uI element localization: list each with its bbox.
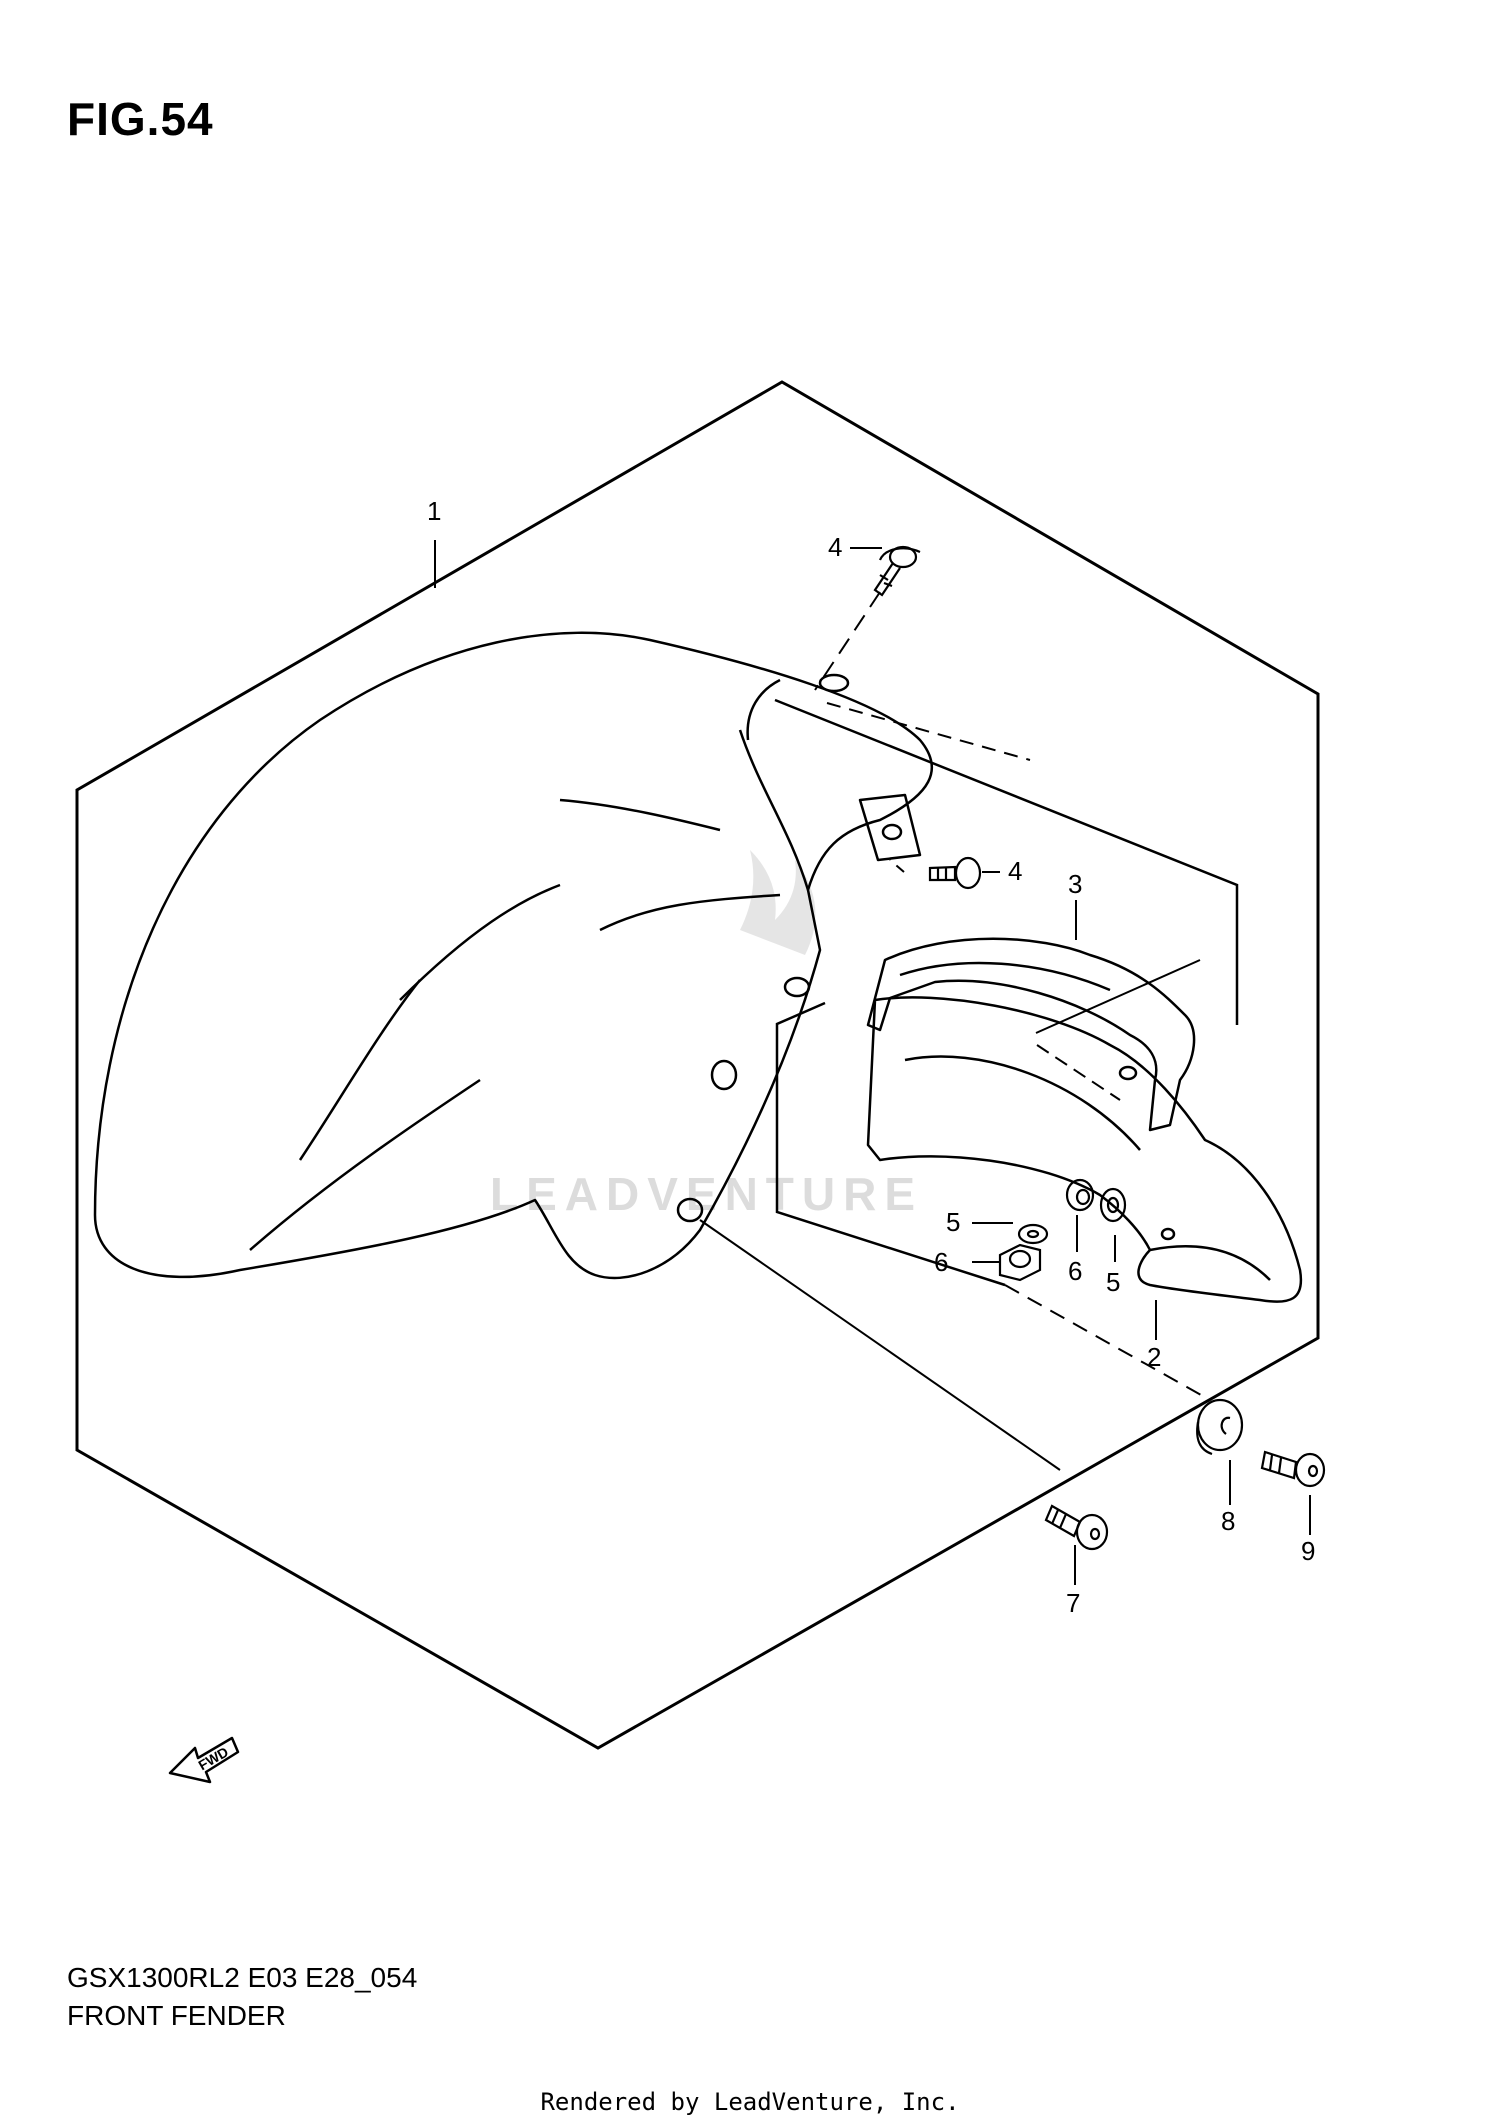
callout-5: 5 xyxy=(946,1207,960,1237)
watermark: LEADVENTURE xyxy=(490,850,923,1220)
bolt-bottom xyxy=(1044,1504,1109,1551)
render-credit: Rendered by LeadVenture, Inc. xyxy=(540,2088,960,2116)
model-code: GSX1300RL2 E03 E28_054 xyxy=(67,1962,418,1993)
fender-brace xyxy=(866,937,1196,1132)
assembly-frame xyxy=(75,380,1320,1750)
watermark-text: LEADVENTURE xyxy=(490,1168,923,1220)
callout-6: 6 xyxy=(1068,1256,1082,1286)
callout-8: 8 xyxy=(1221,1506,1235,1536)
screw-top xyxy=(873,545,921,597)
callout-2: 2 xyxy=(1147,1342,1161,1372)
inner-fender-guard xyxy=(866,996,1303,1303)
nut-left xyxy=(998,1243,1042,1282)
guard-subframe xyxy=(774,698,1239,1287)
callout-3: 3 xyxy=(1068,869,1082,899)
washer-right xyxy=(1099,1187,1127,1223)
callout-1: 1 xyxy=(427,496,441,526)
screw-mid xyxy=(928,856,982,890)
callout-7: 7 xyxy=(1066,1588,1080,1618)
figure-title: FIG.54 xyxy=(67,93,214,145)
cushion xyxy=(1196,1398,1244,1456)
washer-left xyxy=(1017,1223,1049,1245)
bolt-right xyxy=(1260,1450,1326,1488)
callouts: 1 4 4 3 5 6 6 5 2 8 9 7 xyxy=(427,496,1315,1618)
callout-9: 9 xyxy=(1301,1536,1315,1566)
callout-6: 6 xyxy=(934,1247,948,1277)
front-fender xyxy=(93,631,934,1280)
leader-lines xyxy=(434,540,1311,1585)
part-group-name: FRONT FENDER xyxy=(67,2000,286,2031)
nut-right xyxy=(1065,1178,1095,1212)
callout-5: 5 xyxy=(1106,1267,1120,1297)
fwd-arrow: FWD xyxy=(168,1736,240,1784)
callout-4: 4 xyxy=(828,532,842,562)
callout-4: 4 xyxy=(1008,856,1022,886)
